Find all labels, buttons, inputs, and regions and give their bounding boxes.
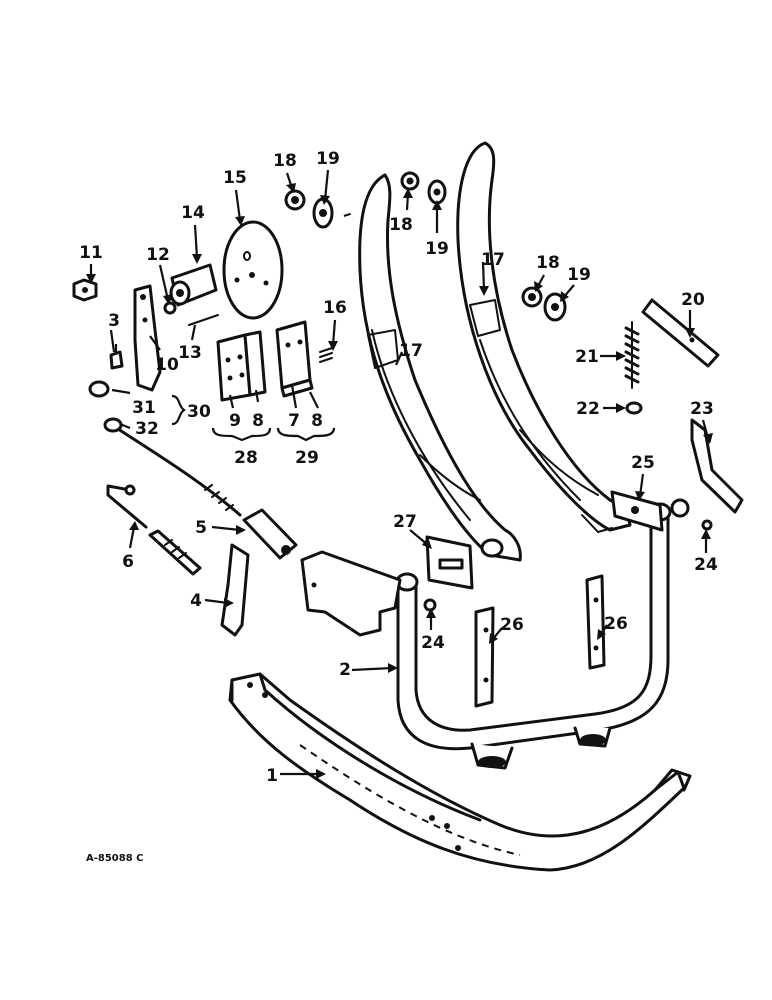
- part-24-bolt-right: [701, 519, 713, 531]
- callout-11: 11: [79, 243, 103, 263]
- part-6-bent-rod: [106, 484, 148, 529]
- callout-18-upper: 18: [273, 151, 297, 171]
- part-1-shank: [228, 672, 692, 872]
- part-4-bracket: [220, 543, 250, 637]
- part-18-nut-mid: [400, 171, 420, 191]
- callout-19-right: 19: [567, 265, 591, 285]
- threaded-stud: [148, 529, 202, 576]
- callout-8-right: 8: [311, 411, 323, 431]
- part-19-clip-mid: [427, 179, 447, 205]
- adjusting-rod: [103, 417, 242, 517]
- leader-lines: [86, 169, 713, 779]
- callout-22: 22: [576, 399, 600, 419]
- part-17-curved-shoe-left: [358, 173, 522, 562]
- callout-24-right: 24: [694, 555, 718, 575]
- callout-32: 32: [135, 419, 159, 439]
- part-19-clip-right: [543, 292, 567, 322]
- callout-23: 23: [690, 399, 714, 419]
- part-15-disc: [222, 220, 284, 320]
- part-22-nut: [625, 401, 643, 415]
- figure-code: A-85088 C: [86, 853, 144, 864]
- callout-6: 6: [122, 552, 134, 572]
- callout-24-left: 24: [421, 633, 445, 653]
- callout-10: 10: [155, 355, 179, 375]
- callout-26-right: 26: [604, 614, 628, 634]
- part-16-spring: [319, 347, 333, 363]
- part-23-bracket: [690, 418, 744, 514]
- part-20-strap: [641, 298, 720, 368]
- part-5-turnbuckle: [242, 508, 298, 560]
- callout-3: 3: [108, 311, 120, 331]
- callout-12: 12: [146, 245, 170, 265]
- part-21-spring: [624, 321, 640, 389]
- part-3-bolt: [109, 350, 124, 370]
- part-18-nut-right: [521, 286, 543, 308]
- callout-17-right: 17: [481, 250, 505, 270]
- part-13-pin: [188, 314, 219, 326]
- callout-8-left: 8: [252, 411, 264, 431]
- callout-labels: 1 2 3 4 5 6 7 8 8 9 10 11 12 13 14 15 16…: [79, 149, 718, 786]
- callout-18-mid: 18: [389, 215, 413, 235]
- callout-19-upper: 19: [316, 149, 340, 169]
- part-31-pin: [88, 380, 110, 398]
- part-28-plate-stack: [216, 330, 267, 402]
- callout-15: 15: [223, 168, 247, 188]
- callout-1: 1: [266, 766, 278, 786]
- callout-5: 5: [195, 518, 207, 538]
- callout-16: 16: [323, 298, 347, 318]
- callout-21: 21: [575, 347, 599, 367]
- callout-31: 31: [132, 398, 156, 418]
- callout-14: 14: [181, 203, 205, 223]
- callout-13: 13: [178, 343, 202, 363]
- callout-30: 30: [187, 402, 211, 422]
- callout-7: 7: [288, 411, 300, 431]
- part-25-plate: [610, 490, 664, 532]
- arm-bracket: [300, 550, 402, 637]
- callout-29: 29: [295, 448, 319, 468]
- part-29-plate-stack: [275, 320, 314, 398]
- callout-28: 28: [234, 448, 258, 468]
- part-17-curved-shoe-right: [456, 141, 632, 533]
- part-12-nut: [163, 301, 177, 315]
- callout-26-left: 26: [500, 615, 524, 635]
- part-26-wear-plate-right: [585, 574, 606, 670]
- part-14-hub: [169, 263, 218, 307]
- callout-4: 4: [190, 591, 202, 611]
- part-24-bolt-left: [423, 598, 437, 612]
- part-26-wear-plate-left: [474, 606, 495, 708]
- part-18-nut-upper: [284, 189, 306, 211]
- part-10-arm-plate: [133, 284, 162, 392]
- part-11-bolt: [72, 278, 98, 302]
- callout-27: 27: [393, 512, 417, 532]
- callout-19-mid: 19: [425, 239, 449, 259]
- callout-18-right: 18: [536, 253, 560, 273]
- callout-25: 25: [631, 453, 655, 473]
- callout-20: 20: [681, 290, 705, 310]
- callout-17-left: 17: [399, 341, 423, 361]
- part-19-clip-upper: [312, 197, 334, 229]
- callout-9: 9: [229, 411, 241, 431]
- callout-2: 2: [339, 660, 351, 680]
- part-27-clamp-plate: [425, 535, 474, 590]
